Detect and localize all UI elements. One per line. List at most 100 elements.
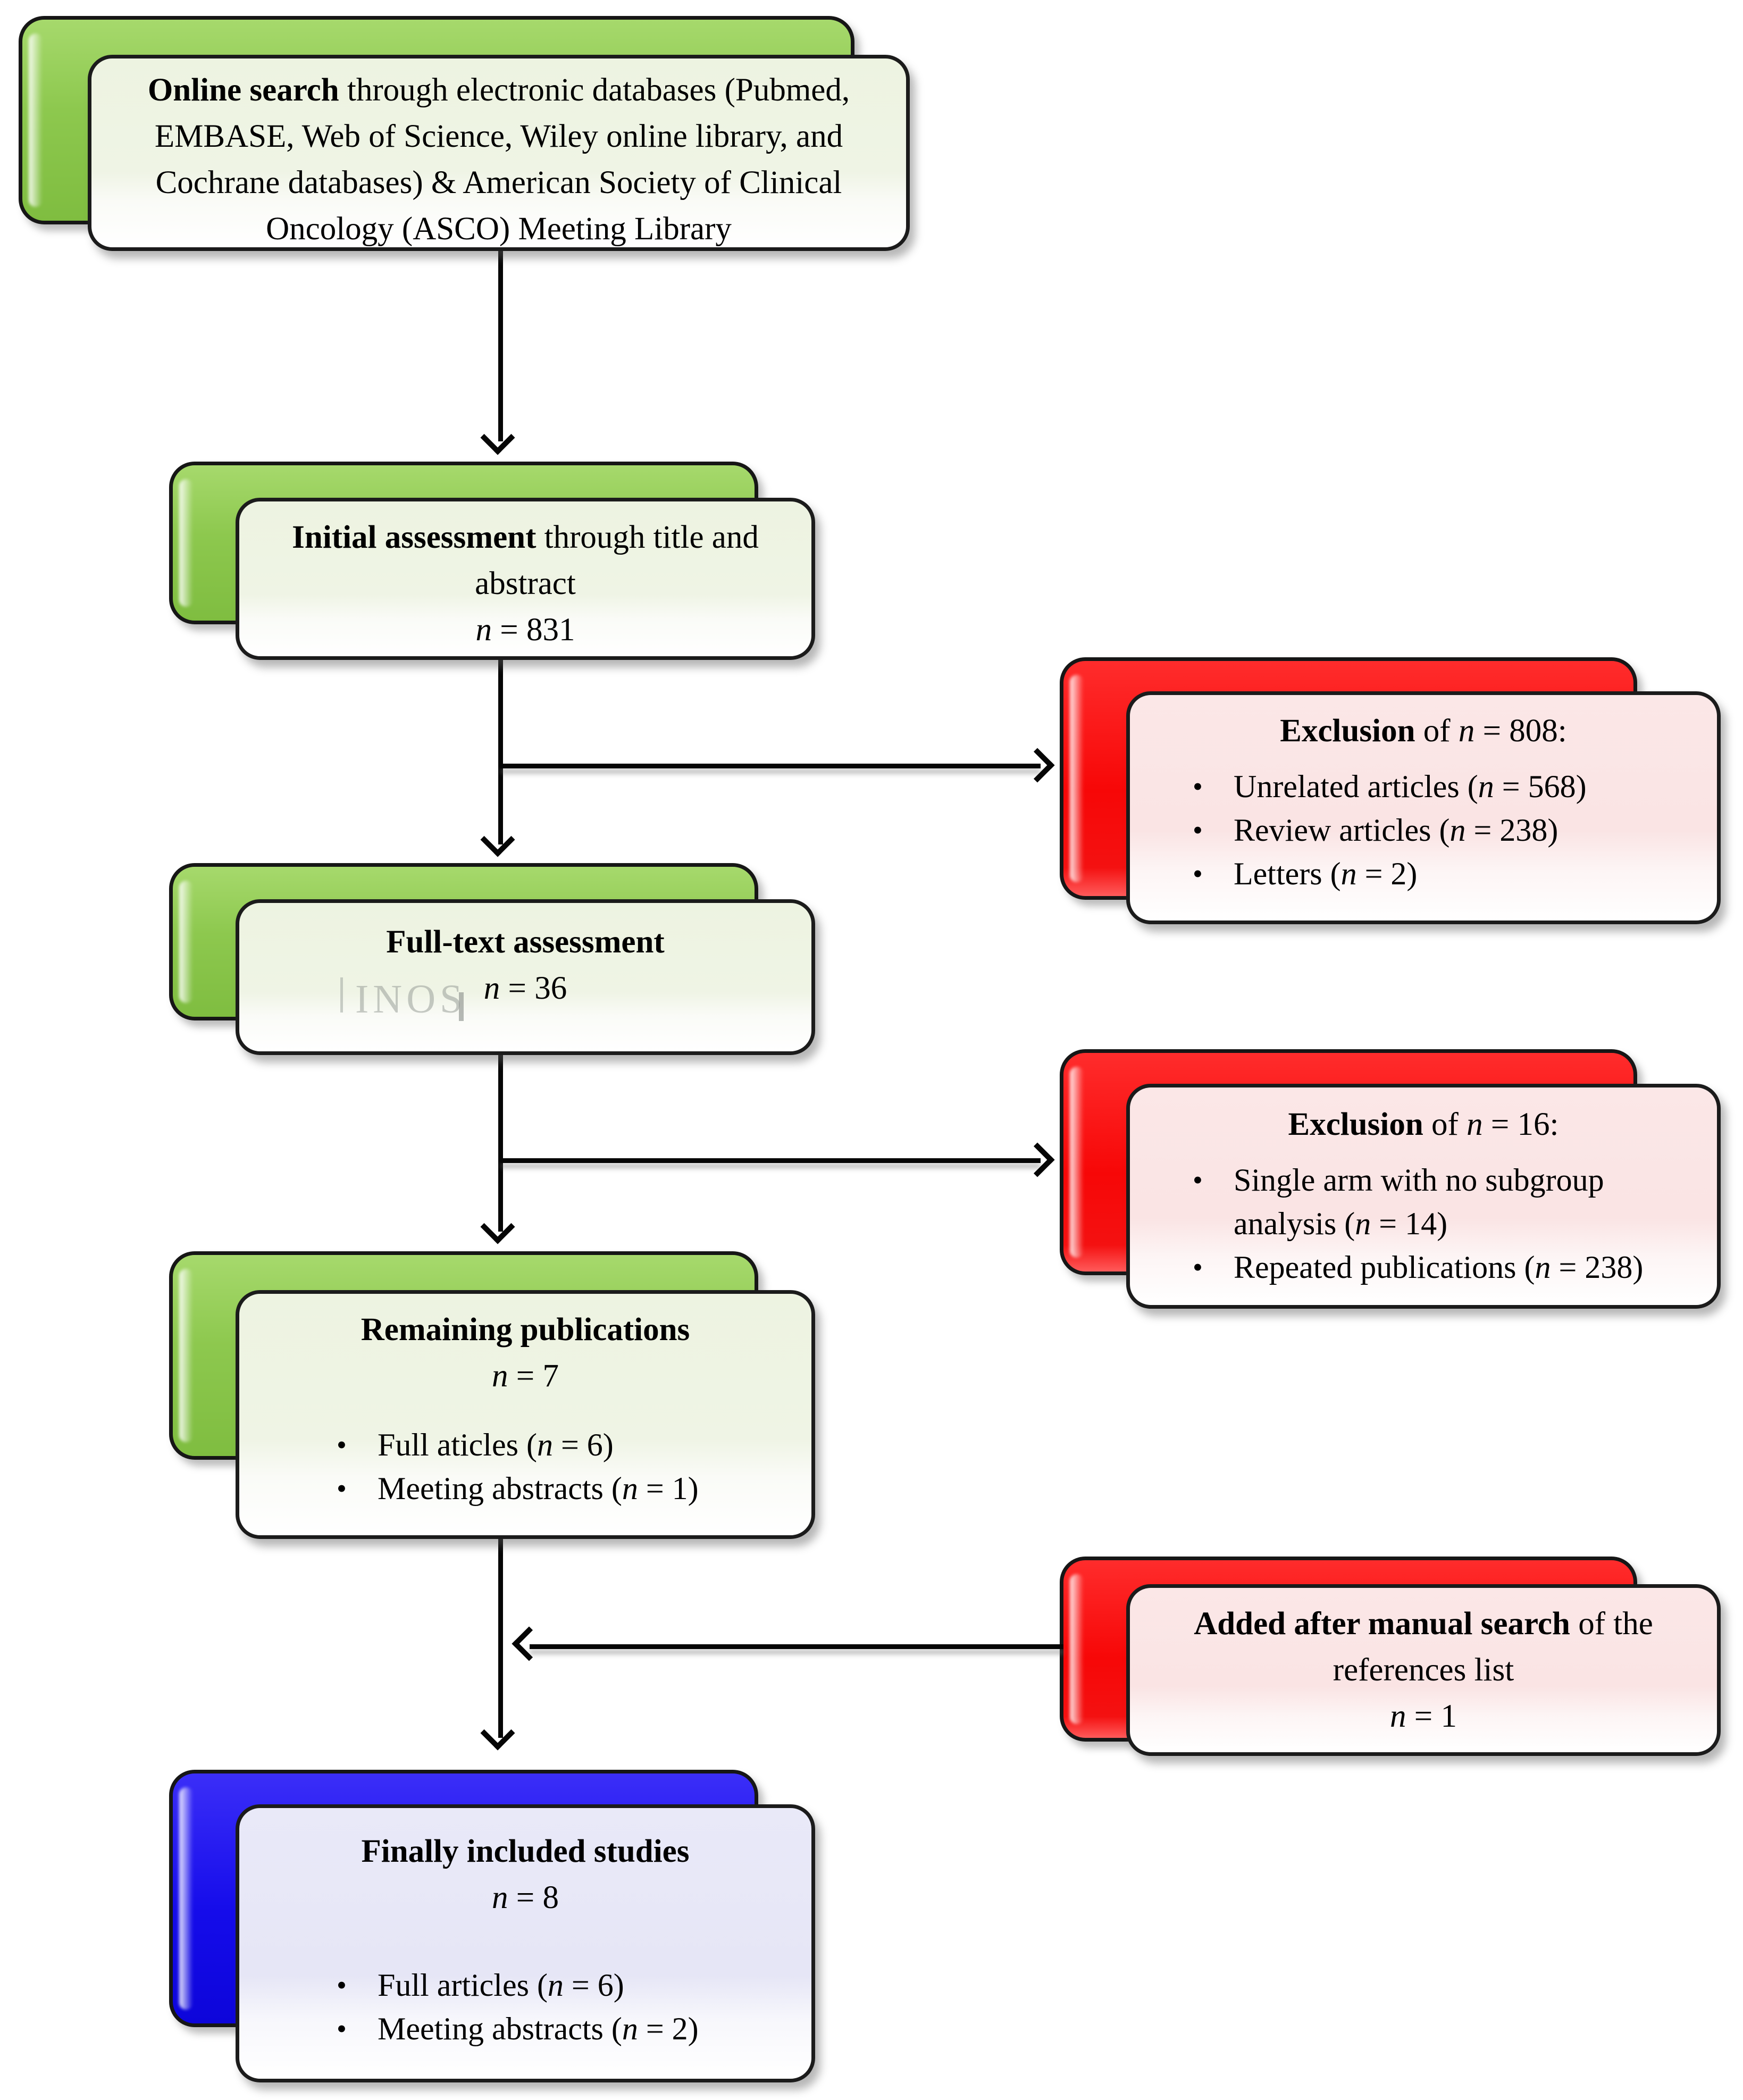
bullet-text: Meeting abstracts (n = 2)	[378, 2007, 699, 2051]
italic-n: n	[492, 1358, 508, 1394]
remaining-publications-bullet-1: • Full aticles (n = 6)	[327, 1423, 793, 1467]
bullet-icon: •	[337, 1472, 347, 1504]
online-search-line-2: EMBASE, Web of Science, Wiley online lib…	[154, 119, 843, 154]
included-studies-box: Finally included studies n = 8 • Full ar…	[236, 1804, 815, 2082]
text: through electronic databases (Pubmed,	[339, 72, 850, 108]
italic-n: n	[483, 970, 500, 1006]
italic-n: n	[1390, 1699, 1406, 1734]
initial-assessment-line-2: abstract	[475, 566, 576, 601]
exclusion-2-bullet-2: • Repeated publications (n = 238)	[1183, 1245, 1693, 1289]
count-value: = 7	[508, 1358, 559, 1394]
count-value: = 8	[508, 1880, 559, 1915]
text: Unrelated articles (	[1234, 769, 1478, 804]
online-search-line-1: Online search through electronic databas…	[91, 67, 906, 113]
exclusion-1-title: Exclusion of n = 808:	[1130, 708, 1717, 754]
count-value: = 1	[1406, 1699, 1457, 1734]
included-studies-bullet-1: • Full articles (n = 6)	[327, 1963, 793, 2007]
text-bold: Exclusion	[1288, 1107, 1423, 1142]
bullet-icon: •	[337, 1969, 347, 2001]
text: = 6)	[563, 1968, 624, 2003]
text: = 238)	[1465, 813, 1558, 848]
italic-n: n	[1478, 769, 1494, 804]
watermark-bar	[340, 977, 343, 1013]
italic-n: n	[1467, 1107, 1483, 1142]
watermark-text: INOS	[355, 977, 467, 1022]
initial-assessment-box: Initial assessment through title and abs…	[236, 498, 815, 660]
watermark-tick	[459, 992, 464, 1021]
bullet-text: Full aticles (n = 6)	[378, 1423, 614, 1467]
remaining-publications-title: Remaining publications	[361, 1312, 690, 1348]
bullet-icon: •	[1193, 1164, 1203, 1196]
arrowhead-down-1-icon	[480, 420, 515, 455]
italic-n: n	[537, 1427, 553, 1462]
exclusion-1-bullet-1: • Unrelated articles (n = 568)	[1183, 765, 1693, 808]
bullet-text: Letters (n = 2)	[1234, 852, 1417, 896]
text-bold: Initial assessment	[292, 520, 537, 555]
arrowhead-right-2-icon	[1020, 1142, 1055, 1177]
text: through title and	[536, 520, 759, 555]
arrowhead-down-3-icon	[480, 1209, 515, 1244]
text: Meeting abstracts (	[378, 2011, 622, 2046]
bullet-icon: •	[337, 2013, 347, 2045]
bullet-icon: •	[1193, 1251, 1203, 1283]
text: of the	[1570, 1606, 1653, 1642]
text: Repeated publications (	[1234, 1250, 1535, 1285]
remaining-publications-box: Remaining publications n = 7 • Full atic…	[236, 1290, 815, 1539]
remaining-publications-count: n = 7	[239, 1353, 811, 1399]
included-studies-count: n = 8	[239, 1875, 811, 1921]
bullet-icon: •	[1193, 858, 1203, 890]
exclusion-2-title: Exclusion of n = 16:	[1130, 1101, 1717, 1148]
initial-assessment-line-1: Initial assessment through title and	[239, 514, 811, 560]
exclusion-2-bullet-1: • Single arm with no subgroup analysis (…	[1183, 1158, 1693, 1245]
text: Full articles (	[378, 1968, 548, 2003]
text: = 14)	[1371, 1206, 1448, 1241]
bullet-icon: •	[1193, 771, 1203, 802]
connector-branch-manual-search	[530, 1644, 1063, 1649]
online-search-line-4: Oncology (ASCO) Meeting Library	[266, 211, 732, 247]
exclusion-1-box: Exclusion of n = 808: • Unrelated articl…	[1126, 691, 1721, 924]
bullet-icon: •	[337, 1429, 347, 1461]
text-bold: Online search	[147, 72, 339, 108]
text: Review articles (	[1234, 813, 1450, 848]
remaining-publications-bullet-2: • Meeting abstracts (n = 1)	[327, 1467, 793, 1510]
text: of	[1423, 1107, 1467, 1142]
bullet-text: Single arm with no subgroup analysis (n …	[1234, 1158, 1693, 1245]
bullet-text: Full articles (n = 6)	[378, 1963, 624, 2007]
count-value: = 831	[492, 612, 575, 648]
text: = 6)	[552, 1427, 614, 1462]
arrowhead-right-1-icon	[1020, 748, 1055, 783]
exclusion-1-bullet-3: • Letters (n = 2)	[1183, 852, 1693, 896]
fulltext-assessment-title: Full-text assessment	[386, 924, 665, 960]
bullet-text: Unrelated articles (n = 568)	[1234, 765, 1587, 808]
manual-search-count: n = 1	[1130, 1693, 1717, 1739]
manual-search-line-1: Added after manual search of the	[1130, 1601, 1717, 1647]
italic-n: n	[1340, 856, 1357, 891]
text: = 808:	[1474, 713, 1567, 749]
text: of	[1415, 713, 1459, 749]
arrowhead-down-2-icon	[480, 822, 515, 857]
bullet-text: Review articles (n = 238)	[1234, 808, 1558, 852]
italic-n: n	[1458, 713, 1475, 749]
text: Single arm with no subgroup analysis (	[1234, 1162, 1604, 1241]
exclusion-1-bullet-2: • Review articles (n = 238)	[1183, 808, 1693, 852]
bullet-text: Repeated publications (n = 238)	[1234, 1245, 1643, 1289]
count-value: = 36	[500, 970, 567, 1006]
italic-n: n	[492, 1880, 508, 1915]
text: = 16:	[1482, 1107, 1559, 1142]
manual-search-box: Added after manual search of the referen…	[1126, 1584, 1721, 1756]
italic-n: n	[622, 1471, 638, 1506]
arrowhead-left-1-icon	[512, 1626, 547, 1661]
text: = 2)	[638, 2011, 699, 2046]
text: Full aticles (	[378, 1427, 537, 1462]
italic-n: n	[1449, 813, 1466, 848]
exclusion-2-box: Exclusion of n = 16: • Single arm with n…	[1126, 1084, 1721, 1309]
initial-assessment-count: n = 831	[239, 607, 811, 653]
italic-n: n	[622, 2011, 638, 2046]
italic-n: n	[1535, 1250, 1551, 1285]
connector-vertical-1	[498, 249, 503, 441]
connector-branch-exclusion-2	[500, 1158, 1041, 1163]
italic-n: n	[1355, 1206, 1371, 1241]
text: Letters (	[1234, 856, 1341, 891]
arrowhead-down-4-icon	[480, 1716, 515, 1751]
